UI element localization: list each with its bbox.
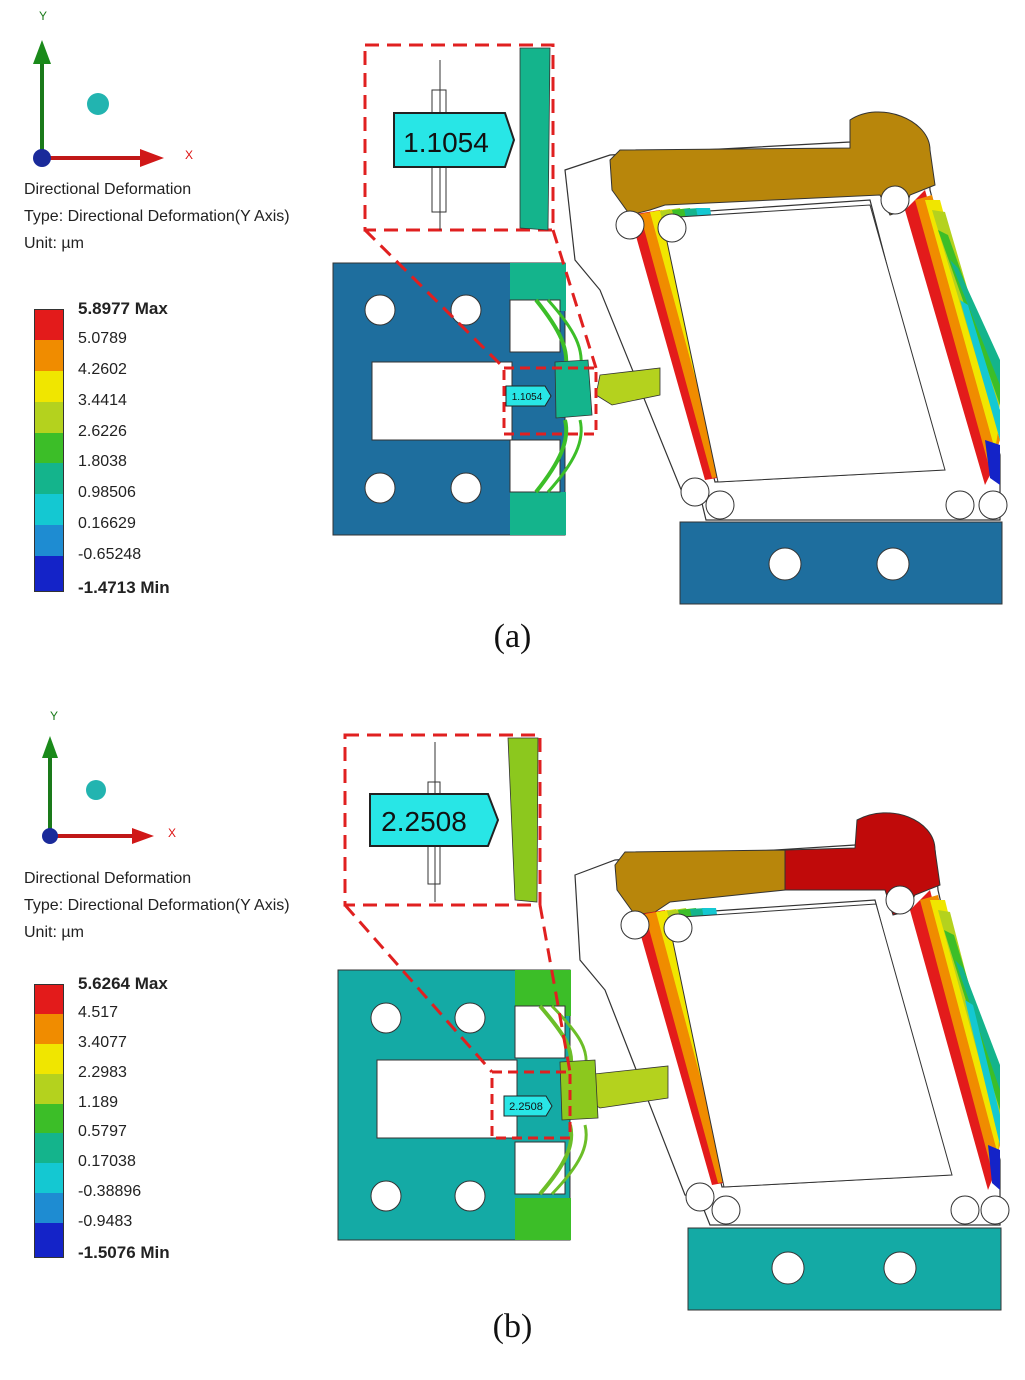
axis-x-label: X [185,148,193,162]
probe-label-small-a: 1.1054 [505,385,552,407]
probe-label-small-b: 2.2508 [503,1095,553,1117]
left-base-b [337,969,599,1241]
legend-tick: -0.65248 [78,546,142,563]
legend-swatch [34,1163,64,1193]
color-legend-b: 5.6264 Max 4.517 3.4077 2.2983 1.189 0.5… [34,972,234,1272]
legend-tick: 2.2983 [78,1064,127,1081]
model-view-b: Y X [42,709,1010,1311]
model-view-a: Y X [33,9,1008,605]
legend-swatch [34,556,64,592]
bottom-base-a [679,521,1003,605]
probe-value-large-b: 2.2508 [381,806,467,837]
axis-triad-a: Y X [33,9,193,167]
legend-tick: 3.4077 [78,1034,127,1051]
probe-value-small-a: 1.1054 [512,392,543,403]
legend-max-label: 5.6264 Max [78,974,168,993]
result-type: Type: Directional Deformation(Y Axis) [24,897,290,914]
legend-swatch [34,984,64,1014]
legend-swatch [34,309,64,340]
result-unit: Unit: µm [24,924,84,941]
legend-swatch [34,1014,64,1044]
legend-swatch [34,1193,64,1223]
color-legend-a: 5.8977 Max 5.0789 4.2602 3.4414 2.6226 1… [34,295,234,605]
legend-tick: 4.517 [78,1004,119,1021]
result-info-b: Directional Deformation Type: Directiona… [24,865,290,946]
axis-x-label: X [168,826,176,840]
legend-tick: -0.9483 [78,1213,133,1230]
panel-b: Y X [0,690,1025,1380]
bottom-base-b [687,1227,1002,1311]
legend-swatch [34,1223,64,1258]
legend-min-label: -1.4713 Min [78,578,170,597]
figure-caption-a: (a) [493,618,532,655]
legend-tick: 0.98506 [78,484,136,501]
legend-tick: -0.38896 [78,1183,142,1200]
probe-value-large-a: 1.1054 [403,127,489,158]
legend-swatch [34,1104,64,1133]
legend-swatch [34,1044,64,1074]
legend-swatch [34,525,64,556]
panel-a: Y X [24,9,1008,655]
result-type: Type: Directional Deformation(Y Axis) [24,208,290,225]
legend-swatch [34,1074,64,1104]
legend-tick: 3.4414 [78,392,127,409]
legend-tick: 1.189 [78,1094,119,1111]
flexure-notches-a [615,185,1008,520]
axis-y-label: Y [50,709,58,723]
legend-swatch [34,1133,64,1163]
legend-tick: 2.6226 [78,423,127,440]
result-unit: Unit: µm [24,235,84,252]
axis-triad-b: Y X [42,709,176,844]
probe-value-small-b: 2.2508 [509,1101,543,1113]
probe-label-large-b: 2.2508 [369,793,500,847]
legend-tick: 0.17038 [78,1153,136,1170]
result-info-a: Directional Deformation Type: Directiona… [24,176,290,257]
result-title: Directional Deformation [24,181,192,198]
flexure-notches-b [620,885,1010,1225]
legend-tick: 1.8038 [78,453,127,470]
legend-swatch [34,494,64,525]
legend-swatch [34,340,64,371]
frame-window-a [661,204,946,483]
legend-tick: 0.5797 [78,1123,127,1140]
probe-label-large-a: 1.1054 [393,112,516,168]
legend-swatch [34,433,64,463]
legend-min-label: -1.5076 Min [78,1243,170,1262]
frame-window-b [667,903,953,1188]
left-base-a [332,262,593,536]
legend-swatch [34,371,64,402]
legend-max-label: 5.8977 Max [78,299,168,318]
legend-swatch [34,463,64,494]
legend-tick: 5.0789 [78,330,127,347]
result-title: Directional Deformation [24,870,192,887]
legend-tick: 0.16629 [78,515,136,532]
axis-y-label: Y [39,9,47,23]
legend-tick: 4.2602 [78,361,127,378]
legend-swatch [34,402,64,433]
figure-caption-b: (b) [492,1308,533,1345]
